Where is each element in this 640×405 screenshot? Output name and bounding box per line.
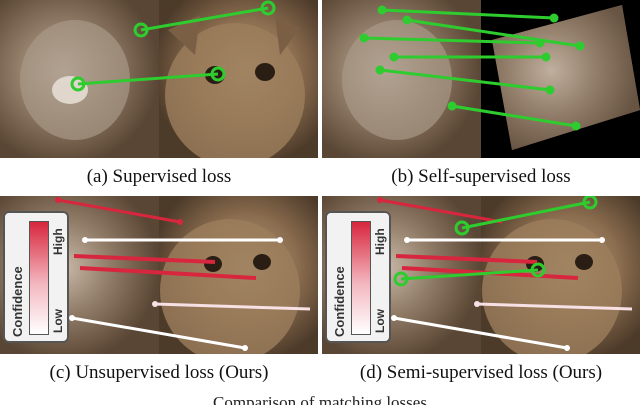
caption-a: (a) Supervised loss (86, 166, 232, 187)
confidence-legend: Confidence High Low (325, 211, 391, 343)
confidence-colorbar (351, 221, 371, 335)
legend-low-label: Low (51, 309, 65, 333)
confidence-colorbar (29, 221, 49, 335)
confidence-legend: Confidence High Low (3, 211, 69, 343)
panel-self-supervised (322, 0, 640, 158)
panel-a-image (0, 0, 318, 158)
legend-high-label: High (373, 228, 387, 255)
legend-title: Confidence (332, 266, 347, 337)
panel-semi-supervised: Confidence High Low (322, 196, 640, 354)
panel-unsupervised: Confidence High Low (0, 196, 318, 354)
legend-high-label: High (51, 228, 65, 255)
legend-low-label: Low (373, 309, 387, 333)
legend-title: Confidence (10, 266, 25, 337)
figure-caption: Comparison of matching losses (213, 393, 427, 405)
caption-b: (b) Self-supervised loss (391, 166, 571, 187)
panel-supervised (0, 0, 318, 158)
caption-d: (d) Semi-supervised loss (Ours) (359, 362, 603, 383)
caption-c: (c) Unsupervised loss (Ours) (49, 362, 269, 383)
panel-b-image (322, 0, 640, 158)
